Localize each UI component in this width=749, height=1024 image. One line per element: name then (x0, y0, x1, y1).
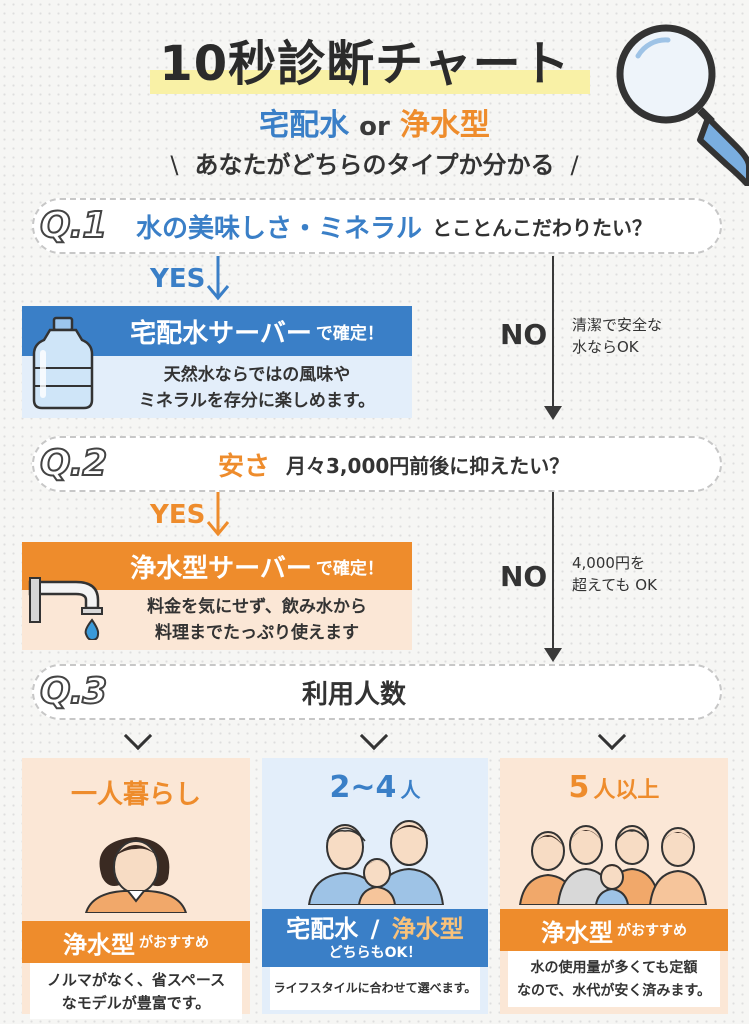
card-large-band: 浄水型がおすすめ (500, 909, 728, 951)
faucet-icon (28, 577, 103, 640)
card-family-band-b: 浄水型 (391, 915, 464, 943)
q1-no-line (552, 256, 554, 408)
subtitle: 宅配水 or 浄水型 (0, 106, 749, 147)
q1-no-note-line1: 清潔で安全な (572, 316, 663, 334)
card-large-band-title: 浄水型 (541, 918, 613, 947)
card-single-band-suffix: がおすすめ (139, 935, 209, 951)
q1-no-note-line2: 水ならOK (572, 338, 639, 356)
card-single-title: 一人暮らし (70, 780, 201, 810)
q1-result-header: 宅配水サーバーで確定！ (102, 306, 412, 356)
question-1: Q.1 水の美味しさ・ミネラル とことんこだわりたい？ (32, 198, 722, 254)
magnifier-icon (616, 24, 749, 186)
q2-result-header: 浄水型サーバーで確定！ (22, 542, 412, 590)
card-family-desc: ライフスタイルに合わせて選べます。 (270, 967, 480, 1010)
subtitle-or: or (359, 112, 390, 142)
water-bottle-icon (32, 316, 94, 410)
large-family-icon (518, 825, 708, 905)
title-highlight (150, 70, 590, 94)
q2-no-note-line2: 超えても OK (572, 576, 657, 594)
chevron-down-icon (359, 721, 389, 751)
q1-no-note: 清潔で安全な 水ならOK (572, 314, 662, 358)
q1-main-text: 水の美味しさ・ミネラル (136, 213, 423, 244)
card-family-band-title: 宅配水 / 浄水型 (286, 914, 463, 944)
card-single: 一人暮らし 浄水型がおすすめ ノルマがなく、省スペース なモデルが豊富です。 (22, 758, 250, 1019)
question-2: Q.2 安さ 月々3,000円前後に抑えたい？ (32, 436, 722, 492)
q1-result-desc: 天然水ならではの風味や ミネラルを存分に楽しめます。 (102, 356, 412, 414)
tagline-slash-left: \ (170, 151, 179, 179)
card-family-band-a: 宅配水 (286, 915, 359, 943)
q2-result-suffix: で確定！ (315, 558, 384, 579)
card-single-desc: ノルマがなく、省スペース なモデルが豊富です。 (30, 963, 242, 1019)
chevron-down-icon (597, 721, 627, 751)
q2-no-line (552, 492, 554, 650)
q3-label: Q.3 (39, 671, 108, 713)
q1-no-label: NO (500, 318, 548, 351)
person-icon (84, 837, 188, 913)
q2-sub-text: 月々3,000円前後に抑えたい？ (286, 453, 570, 478)
page-title: 10秒診断チャート (159, 36, 571, 92)
tagline-text: あなたがどちらのタイプか分かる (194, 151, 555, 179)
q1-no-arrowhead (544, 406, 562, 420)
q3-main-text: 利用人数 (302, 679, 407, 710)
card-family-band-sep: / (370, 915, 380, 943)
q2-yes-label: YES (150, 500, 206, 530)
card-large-desc: 水の使用量が多くても定額 なので、水代が安く済みます。 (508, 951, 720, 1007)
chevron-down-icon (123, 721, 153, 751)
q2-main-text: 安さ (218, 451, 271, 482)
card-large-desc-line1: 水の使用量が多くても定額 (530, 960, 698, 976)
card-large-band-suffix: がおすすめ (617, 923, 687, 939)
q2-result-line1: 料金を気にせず、飲み水から (147, 597, 367, 617)
card-family-band: 宅配水 / 浄水型 どちらもOK！ (262, 909, 488, 967)
q1-sub-text: とことんこだわりたい？ (432, 215, 653, 240)
card-large-title-num: 5 (568, 770, 590, 805)
q1-result-line1: 天然水ならではの風味や (163, 365, 351, 385)
arrow-down-icon (206, 492, 230, 537)
q2-no-arrowhead (544, 648, 562, 662)
q1-label: Q.1 (39, 205, 108, 247)
q1-yes-label: YES (150, 264, 206, 294)
card-single-desc-line2: なモデルが豊富です。 (61, 994, 211, 1012)
q2-result-line2: 料理までたっぷり使えます (155, 623, 359, 643)
q2-result-desc: 料金を気にせず、飲み水から 料理までたっぷり使えます (102, 590, 412, 646)
subtitle-delivery: 宅配水 (259, 108, 350, 143)
card-large-title-unit: 人以上 (593, 778, 660, 803)
card-family-title-unit: 人 (400, 778, 421, 802)
q1-result-suffix: で確定！ (315, 323, 384, 344)
card-single-desc-line1: ノルマがなく、省スペース (46, 971, 226, 989)
card-single-band-title: 浄水型 (63, 930, 135, 959)
family-icon (307, 820, 445, 905)
card-family-title-num: 2~4 (329, 770, 397, 805)
tagline: \ あなたがどちらのタイプか分かる / (0, 148, 749, 182)
q1-result-line2: ミネラルを存分に楽しめます。 (138, 391, 376, 411)
q2-no-label: NO (500, 560, 548, 593)
q2-result-title: 浄水型サーバー (130, 553, 312, 584)
question-3: Q.3 利用人数 (32, 664, 722, 720)
subtitle-filter: 浄水型 (399, 108, 490, 143)
q2-no-note-line1: 4,000円を (572, 554, 645, 572)
tagline-slash-right: / (570, 151, 579, 179)
arrow-down-icon (206, 256, 230, 301)
q2-no-note: 4,000円を 超えても OK (572, 552, 657, 596)
q2-result-box: 浄水型サーバーで確定！ 料金を気にせず、飲み水から 料理までたっぷり使えます (22, 542, 412, 650)
q1-result-title: 宅配水サーバー (130, 318, 312, 349)
card-single-band: 浄水型がおすすめ (22, 921, 250, 963)
q2-label: Q.2 (39, 443, 108, 485)
card-large-desc-line2: なので、水代が安く済みます。 (516, 983, 712, 999)
card-family-band-sub: どちらもOK！ (328, 945, 422, 961)
